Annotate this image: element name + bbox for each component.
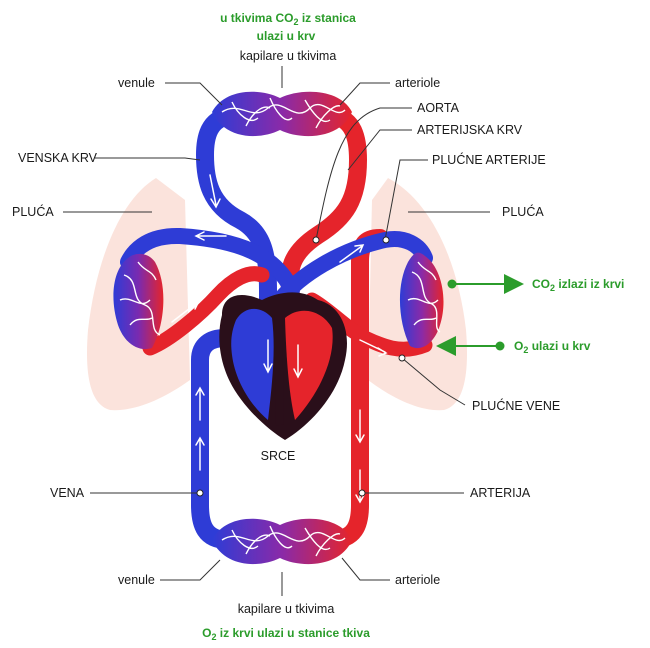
aorta-label: AORTA — [417, 101, 460, 115]
capillaries-top-label: kapilare u tkivima — [240, 49, 337, 63]
arterioles-top-label: arteriole — [395, 76, 440, 90]
top-green-label-line2: ulazi u krv — [257, 29, 316, 43]
pulmonary-arteries-label: PLUĆNE ARTERIJE — [432, 152, 546, 167]
heart-label: SRCE — [261, 449, 296, 463]
co2-out-label: CO2 izlazi iz krvi — [532, 277, 624, 293]
heart — [219, 292, 347, 440]
venules-top-label: venule — [118, 76, 155, 90]
capillary-bed-bottom — [212, 519, 352, 564]
o2-in-label: O2 ulazi u krv — [514, 339, 591, 355]
capillaries-bottom-label: kapilare u tkivima — [238, 602, 335, 616]
bottom-green-label: O2 iz krvi ulazi u stanice tkiva — [202, 626, 370, 642]
arterioles-bottom-label: arteriole — [395, 573, 440, 587]
arterial-blood-label: ARTERIJSKA KRV — [417, 123, 523, 137]
capillary-bed-top — [212, 92, 352, 136]
lung-left-label: PLUĆA — [12, 204, 54, 219]
venules-bottom-label: venule — [118, 573, 155, 587]
venous-blood-label: VENSKA KRV — [18, 151, 98, 165]
top-green-label-line1: u tkivima CO2 iz stanica — [220, 11, 356, 27]
lung-right-label: PLUĆA — [502, 204, 544, 219]
vein-label: VENA — [50, 486, 85, 500]
pulmonary-veins-label: PLUĆNE VENE — [472, 398, 560, 413]
heart-septum — [278, 315, 280, 425]
artery-label: ARTERIJA — [470, 486, 531, 500]
